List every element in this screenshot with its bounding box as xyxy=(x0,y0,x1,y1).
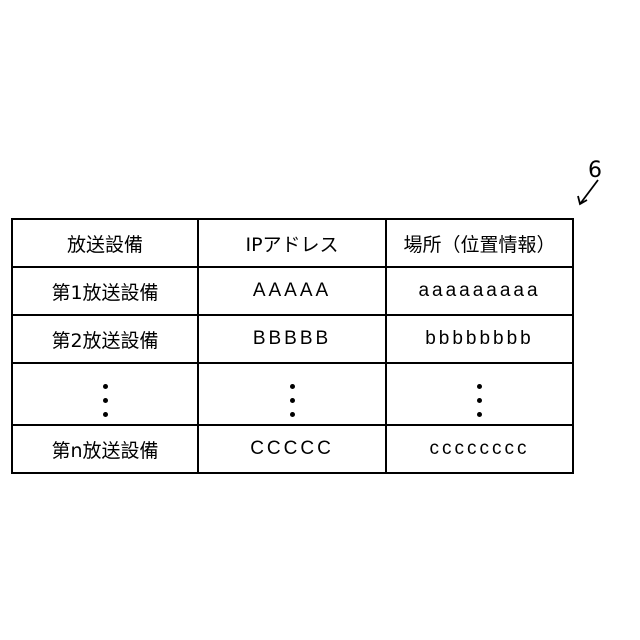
header-ip-address: IPアドレス xyxy=(198,219,386,267)
header-location: 場所（位置情報） xyxy=(386,219,573,267)
equipment-cell: 第1放送設備 xyxy=(12,267,198,315)
vertical-ellipsis-icon xyxy=(477,384,482,417)
table-header-row: 放送設備 IPアドレス 場所（位置情報） xyxy=(12,219,573,267)
ip-address-cell: BBBBB xyxy=(198,315,386,363)
location-cell: cccccccc xyxy=(386,425,573,473)
ellipsis-row xyxy=(12,363,573,425)
ellipsis-cell xyxy=(386,363,573,425)
header-equipment: 放送設備 xyxy=(12,219,198,267)
ellipsis-cell xyxy=(12,363,198,425)
ellipsis-cell xyxy=(198,363,386,425)
equipment-cell: 第n放送設備 xyxy=(12,425,198,473)
location-cell: aaaaaaaaa xyxy=(386,267,573,315)
table-row: 第1放送設備 AAAAA aaaaaaaaa xyxy=(12,267,573,315)
reference-arrow-icon xyxy=(570,176,610,212)
ip-address-cell: AAAAA xyxy=(198,267,386,315)
ip-address-cell: CCCCC xyxy=(198,425,386,473)
table-row: 第n放送設備 CCCCC cccccccc xyxy=(12,425,573,473)
table-row: 第2放送設備 BBBBB bbbbbbbb xyxy=(12,315,573,363)
location-cell: bbbbbbbb xyxy=(386,315,573,363)
vertical-ellipsis-icon xyxy=(103,384,108,417)
equipment-cell: 第2放送設備 xyxy=(12,315,198,363)
broadcast-equipment-table: 放送設備 IPアドレス 場所（位置情報） 第1放送設備 AAAAA aaaaaa… xyxy=(11,218,574,474)
vertical-ellipsis-icon xyxy=(290,384,295,417)
